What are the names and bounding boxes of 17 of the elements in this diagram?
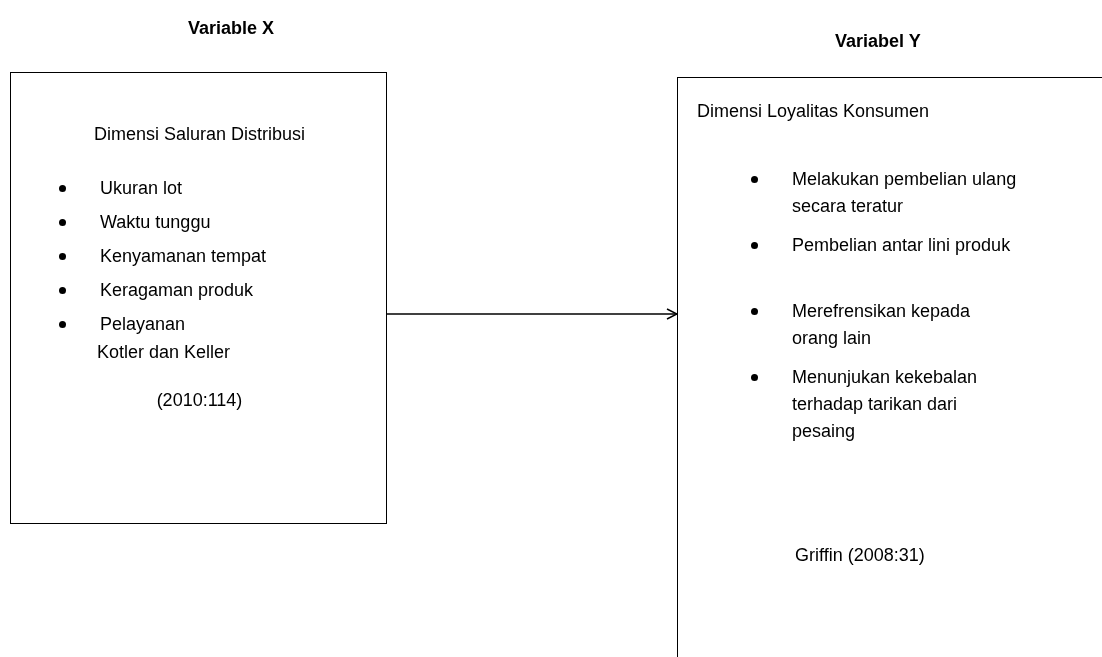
- indicator-text: Menunjukan kekebalan terhadap tarikan dari pesaing: [792, 366, 979, 443]
- indicator-text: Kenyamanan tempat: [100, 245, 268, 268]
- arrow: [386, 308, 678, 320]
- dimension-title: (2010:114): [155, 389, 244, 412]
- variable-heading: Variable X: [188, 17, 275, 40]
- indicator-text: Pelayanan: [100, 313, 187, 336]
- source-citation: Griffin (2008:31): [795, 544, 926, 567]
- indicator-text: Ukuran lot: [100, 177, 184, 200]
- source-citation: Kotler dan Keller: [97, 341, 232, 364]
- indicator-text: Keragaman produk: [100, 279, 255, 302]
- variable-heading: Variabel Y: [835, 30, 921, 53]
- dimension-title: Dimensi Loyalitas Konsumen: [697, 100, 931, 123]
- indicator-text: Waktu tunggu: [100, 211, 212, 234]
- indicator-text: Pembelian antar lini produk: [792, 234, 1012, 257]
- dimension-title: Dimensi Saluran Distribusi: [92, 123, 307, 146]
- indicator-text: Melakukan pembelian ulang secara teratur: [792, 168, 1017, 218]
- indicator-text: Merefrensikan kepada orang lain: [792, 300, 972, 350]
